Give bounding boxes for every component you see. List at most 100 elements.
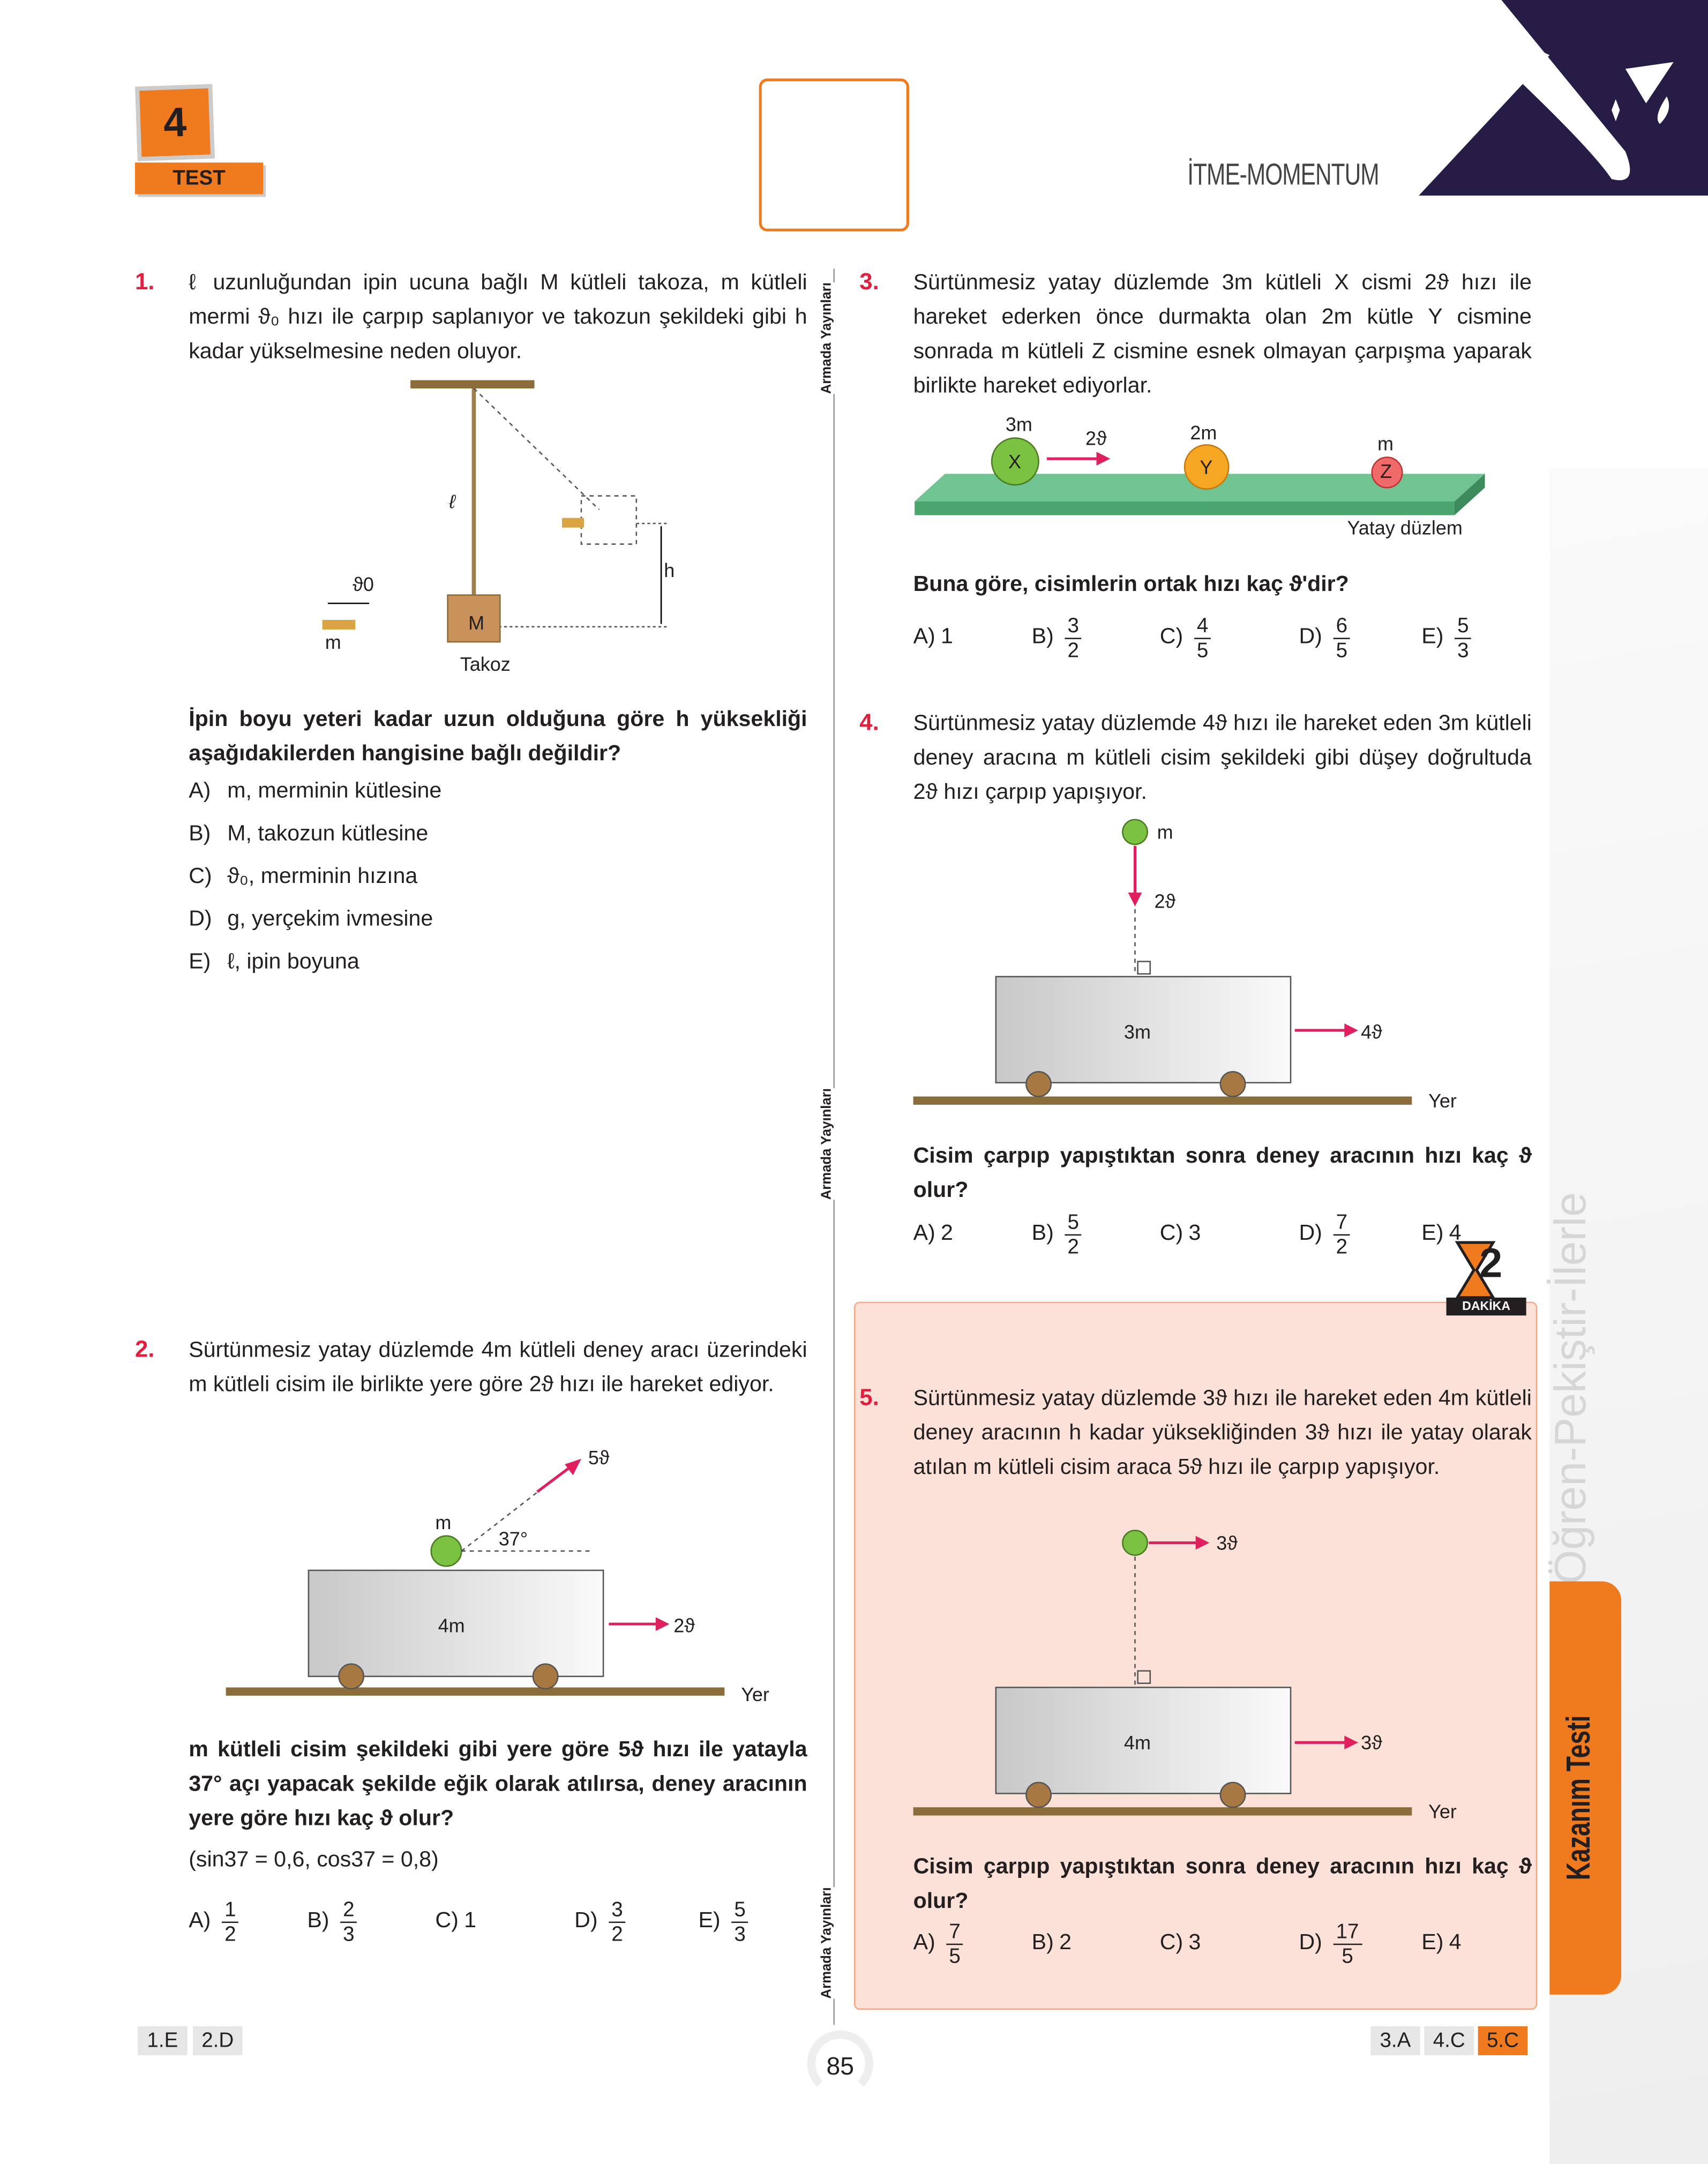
answer-option[interactable]: A)1 xyxy=(913,610,953,665)
numerator: 7 xyxy=(946,1920,964,1944)
numerator: 2 xyxy=(340,1898,357,1922)
option-text: ϑ₀, merminin hızına xyxy=(227,865,418,889)
numerator: 1 xyxy=(221,1898,239,1922)
velocity-label: 3ϑ xyxy=(1216,1531,1238,1554)
option-text: g, yerçekim ivmesine xyxy=(227,908,433,931)
question-prompt: Cisim çarpıp yapıştıktan sonra deney ara… xyxy=(913,1144,1532,1203)
question-text: Sürtünmesiz yatay düzlemde 4m kütleli de… xyxy=(189,1339,807,1397)
answer-option[interactable]: A)2 xyxy=(913,1207,953,1262)
cart-mass-label: 3m xyxy=(1123,1021,1151,1043)
denominator: 5 xyxy=(1342,1944,1353,1968)
option-text: 4 xyxy=(1449,1931,1462,1955)
question-number: 3. xyxy=(859,268,879,295)
y-label: Y xyxy=(1200,456,1213,478)
length-label: ℓ xyxy=(449,490,455,513)
option-key: A) xyxy=(189,780,211,803)
option-text: 3 xyxy=(1188,1222,1201,1246)
answer-option[interactable]: A) m, merminin kütlesine xyxy=(189,780,441,804)
denominator: 2 xyxy=(224,1922,236,1946)
cart-projectile-figure xyxy=(226,1458,725,1696)
question-text: Sürtünmesiz yatay düzlemde 3m kütleli X … xyxy=(913,271,1532,399)
answer-option[interactable]: E)ℓ, ipin boyuna xyxy=(189,950,359,975)
answer-key: 3.A xyxy=(1370,2026,1420,2055)
option-text: ℓ, ipin boyuna xyxy=(227,950,359,974)
ground-label: Yer xyxy=(1428,1800,1457,1823)
answer-option[interactable]: D)g, yerçekim ivmesine xyxy=(189,908,433,932)
answer-option[interactable]: C)3 xyxy=(1160,1916,1201,1971)
option-key: E) xyxy=(698,1909,721,1933)
numerator: 5 xyxy=(1454,613,1472,639)
question-prompt: m kütleli cisim şekildeki gibi yere göre… xyxy=(189,1738,807,1831)
blank-box xyxy=(759,78,909,231)
ground-label: Yer xyxy=(1428,1089,1457,1112)
denominator: 2 xyxy=(1067,1234,1079,1259)
answer-option[interactable]: E)4 xyxy=(1421,1916,1461,1971)
answer-option[interactable]: C)3 xyxy=(1160,1207,1201,1262)
option-text: M, takozun kütlesine xyxy=(227,822,429,846)
answer-option[interactable]: B)M, takozun kütlesine xyxy=(189,822,428,847)
option-key: D) xyxy=(1299,625,1322,649)
page-number: 85 xyxy=(826,2052,855,2080)
corner-decoration xyxy=(1419,0,1708,196)
answer-option[interactable]: B)2 xyxy=(1032,1916,1072,1971)
answer-option[interactable]: C)1 xyxy=(435,1894,476,1949)
question-text: Sürtünmesiz yatay düzlemde 4ϑ hızı ile h… xyxy=(913,712,1532,805)
option-text: m, merminin kütlesine xyxy=(227,780,442,803)
option-key: E) xyxy=(1421,1222,1444,1246)
topic-title: İTME-MOMENTUM xyxy=(1187,157,1379,192)
option-key: A) xyxy=(189,1909,211,1933)
question-number: 1. xyxy=(134,268,155,295)
answer-option[interactable]: C) ϑ₀, merminin hızına xyxy=(189,865,417,890)
numerator: 4 xyxy=(1194,613,1211,639)
hint: (sin37 = 0,6, cos37 = 0,8) xyxy=(189,1848,439,1872)
denominator: 5 xyxy=(1336,638,1348,662)
z-label: Z xyxy=(1380,460,1392,482)
cart-mass-label: 4m xyxy=(438,1614,465,1637)
option-key: C) xyxy=(189,865,212,889)
block-label: Takoz xyxy=(460,653,511,675)
denominator: 2 xyxy=(611,1922,623,1946)
denominator: 3 xyxy=(1457,638,1469,662)
option-text: 4 xyxy=(1449,1222,1462,1246)
timer-badge: 2 DAKİKA xyxy=(1446,1240,1526,1317)
question-prompt: Cisim çarpıp yapıştıktan sonra deney ara… xyxy=(913,1855,1532,1914)
question-number: 4. xyxy=(859,709,879,736)
bullet-mass-label: m xyxy=(325,631,341,653)
answer-option[interactable]: E)4 xyxy=(1421,1207,1461,1262)
denominator: 2 xyxy=(1336,1234,1348,1259)
question-text: ℓ uzunluğundan ipin ucuna bağlı M kütlel… xyxy=(189,271,807,364)
cart-mass-label: 4m xyxy=(1123,1731,1151,1754)
numerator: 3 xyxy=(609,1898,626,1922)
option-key: C) xyxy=(1159,625,1183,649)
timer-number: 2 xyxy=(1479,1241,1503,1287)
numerator: 7 xyxy=(1333,1210,1351,1235)
option-key: B) xyxy=(1031,1931,1054,1955)
question-text: Sürtünmesiz yatay düzlemde 3ϑ hızı ile h… xyxy=(913,1387,1532,1480)
answer-key: 2.D xyxy=(192,2026,243,2055)
highlight-box xyxy=(854,1301,1538,2010)
x-mass-label: 3m xyxy=(1005,413,1032,436)
answer-key: 4.C xyxy=(1424,2026,1474,2055)
option-key: D) xyxy=(574,1909,598,1933)
mass-label: m xyxy=(435,1511,452,1533)
option-key: C) xyxy=(1159,1931,1183,1955)
